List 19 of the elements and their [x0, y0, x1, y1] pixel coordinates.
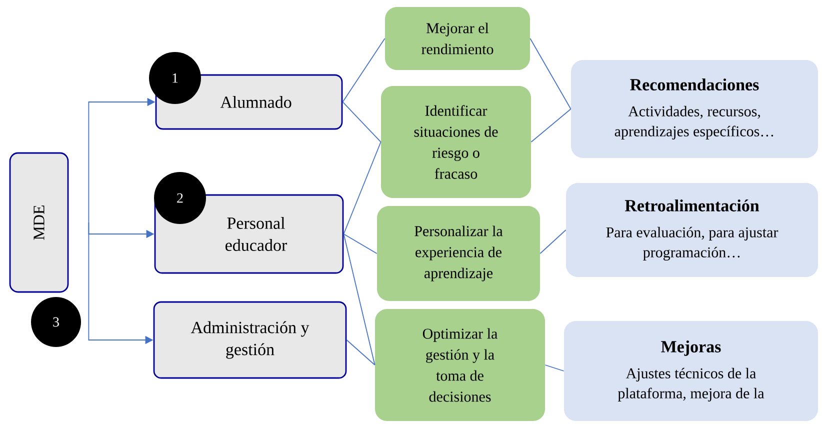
goal-box: Personalizar la experiencia de aprendizaje	[377, 206, 540, 301]
goal-box: Mejorar el rendimiento	[385, 7, 530, 70]
goal-box: Identificar situaciones de riesgo o fracaso	[381, 86, 531, 198]
connector	[343, 142, 382, 234]
root-box: MDE	[9, 152, 69, 293]
connector	[342, 38, 386, 102]
connector	[530, 38, 572, 110]
connector	[530, 108, 572, 142]
connector	[342, 102, 382, 142]
connector	[544, 364, 564, 372]
connector	[343, 234, 378, 254]
outcome-box: Recomendaciones Actividades, recursos, aprendizajes específicos…	[571, 60, 818, 158]
connector	[343, 234, 376, 366]
goal-box: Optimizar la gestión y la toma de decisiones	[375, 309, 545, 421]
outcome-box: Mejoras Ajustes técnicos de la plataforma, mejora de la	[564, 321, 818, 421]
outcome-box: Retroalimentación Para evaluación, para ajustar programación…	[566, 183, 818, 277]
connector	[346, 340, 376, 366]
category-box: Administración y gestión	[153, 301, 347, 379]
connector	[540, 230, 566, 254]
